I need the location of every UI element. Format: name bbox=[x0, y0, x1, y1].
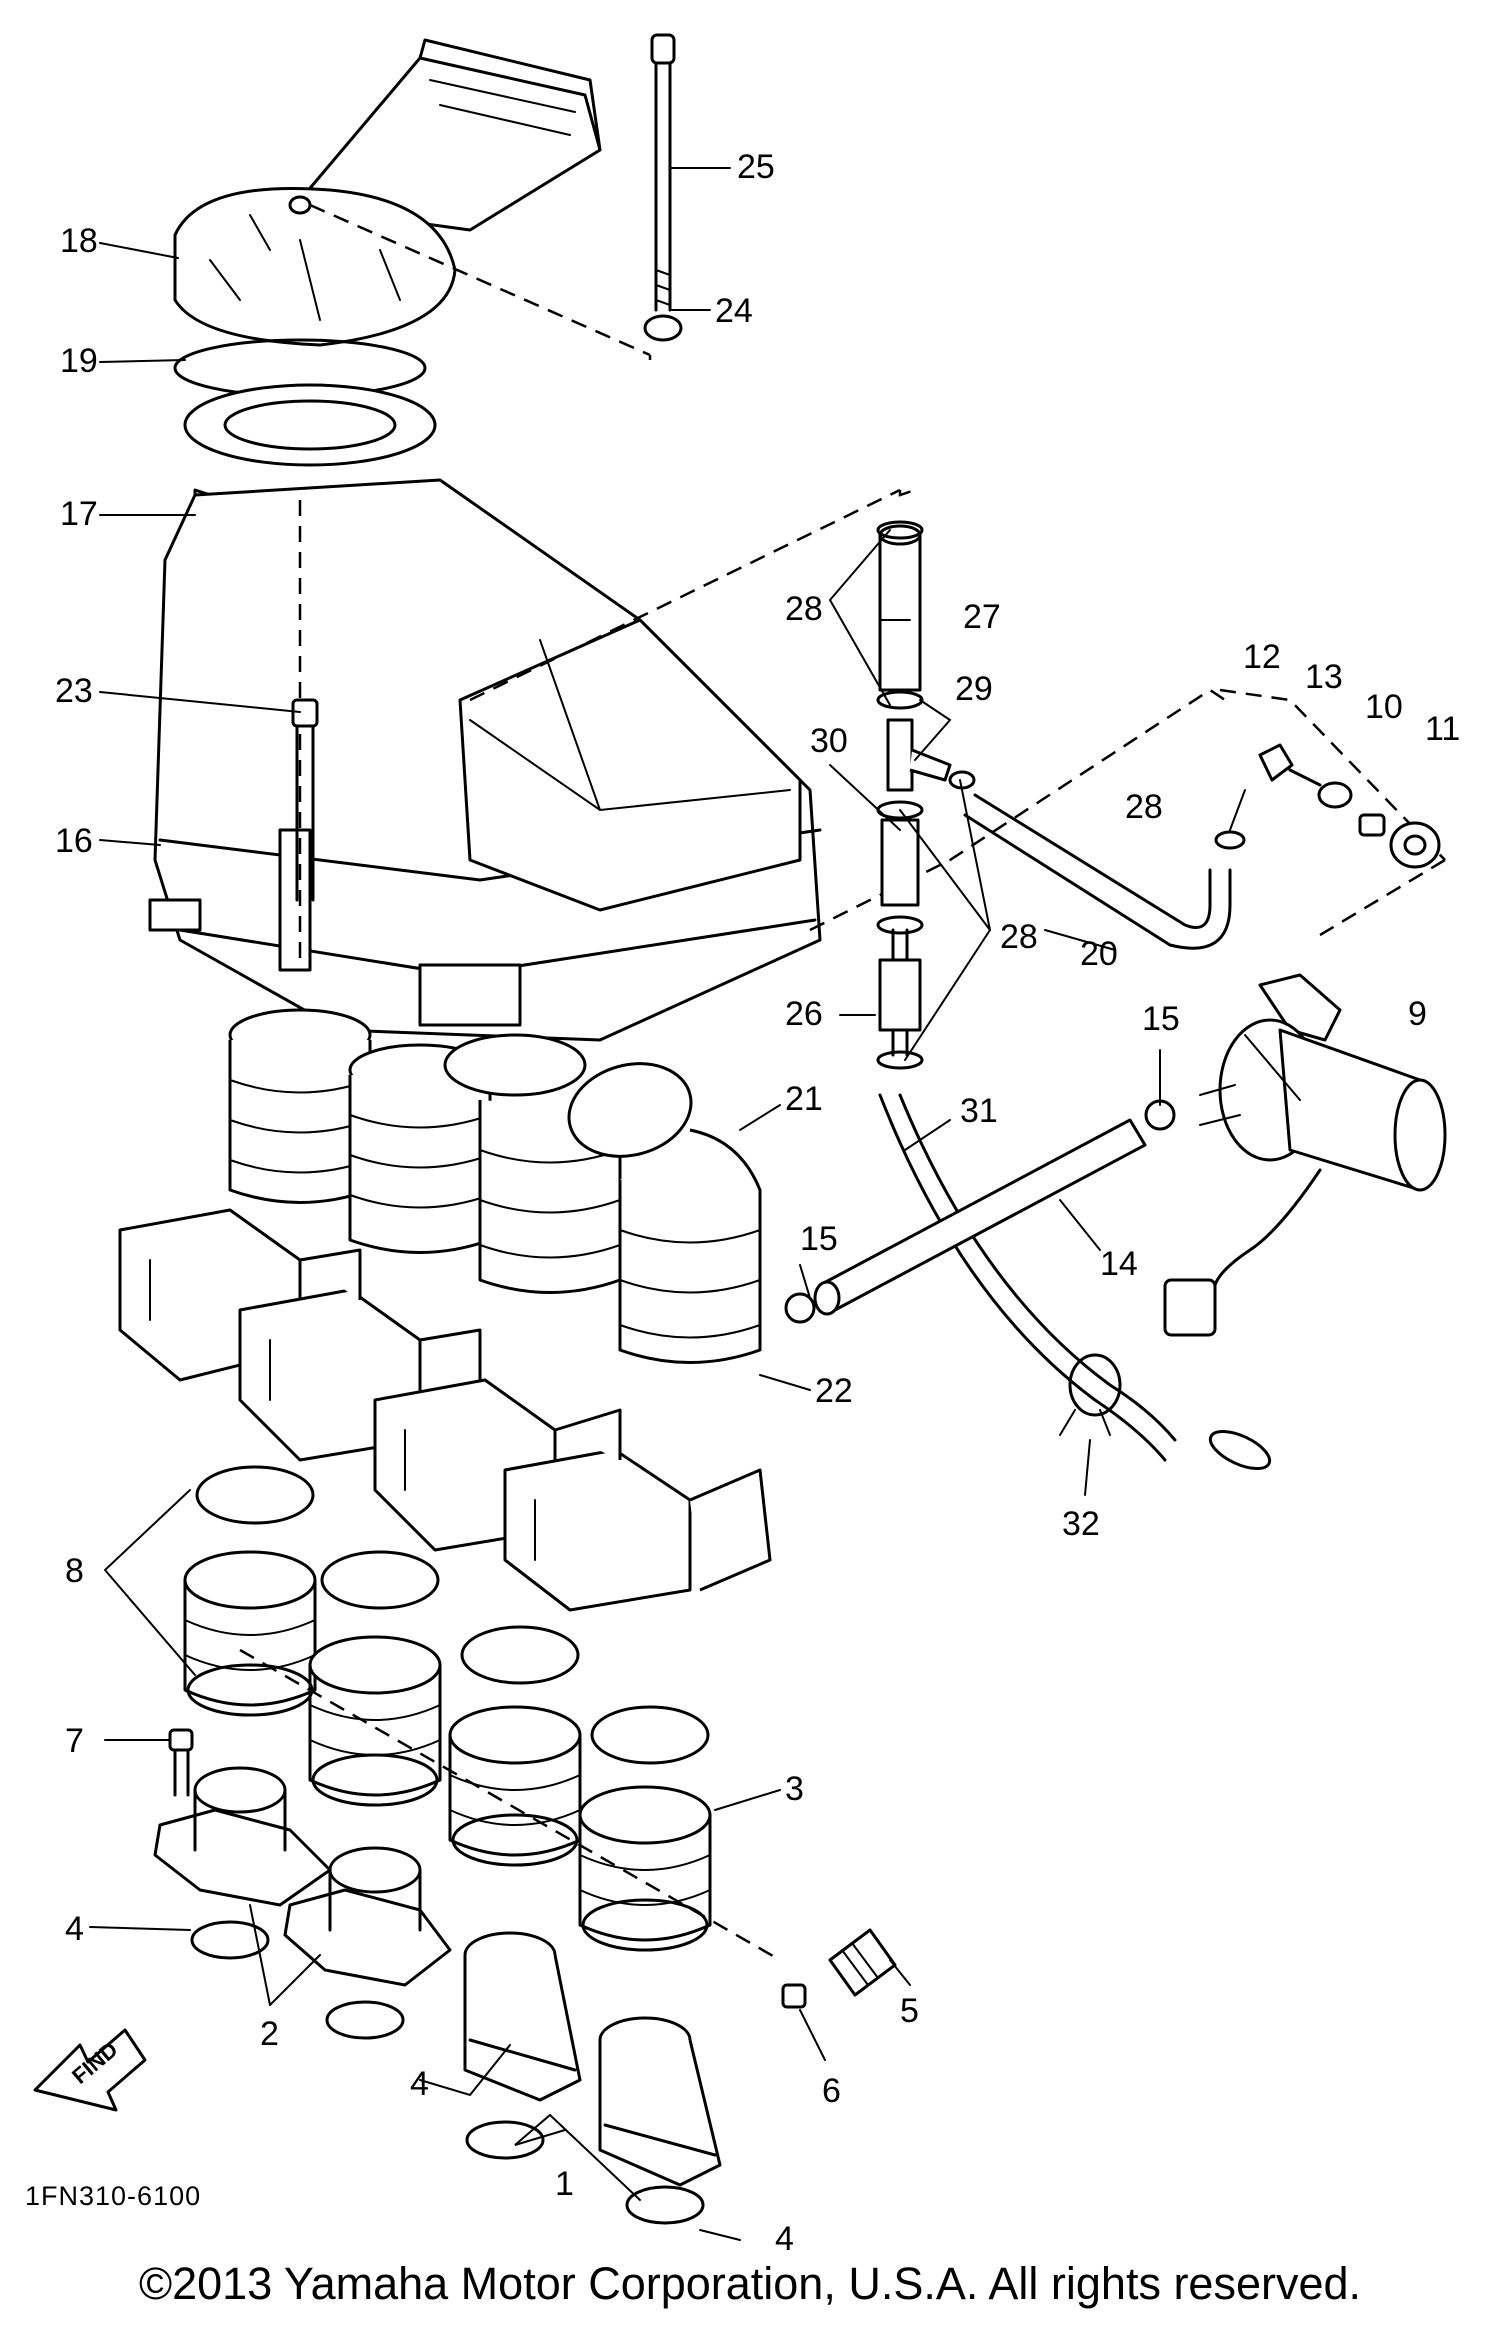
callout-4-a: 4 bbox=[65, 1910, 84, 1948]
callout-labels: 18 19 17 23 16 25 24 28 27 29 30 28 28 2… bbox=[55, 148, 1460, 2258]
callout-25: 25 bbox=[737, 148, 775, 186]
hose-30 bbox=[880, 818, 920, 907]
bolt-23 bbox=[291, 698, 319, 902]
washer-24 bbox=[643, 314, 683, 342]
callout-11: 11 bbox=[1425, 710, 1460, 748]
guide-line bbox=[1319, 858, 1446, 937]
callout-28-a: 28 bbox=[785, 590, 823, 628]
washer-13 bbox=[1317, 781, 1353, 809]
grommet-11 bbox=[1389, 821, 1441, 869]
callout-5: 5 bbox=[900, 1992, 919, 2030]
callout-12: 12 bbox=[1243, 638, 1281, 676]
fitting-29 bbox=[886, 718, 952, 792]
part-code: 1FN310-6100 bbox=[25, 2181, 201, 2211]
callout-13: 13 bbox=[1305, 658, 1343, 696]
callout-23: 23 bbox=[55, 672, 93, 710]
callout-28-b: 28 bbox=[1000, 918, 1038, 956]
guide-line bbox=[309, 203, 651, 357]
callout-7: 7 bbox=[65, 1722, 84, 1760]
callout-17: 17 bbox=[60, 495, 98, 533]
callout-16: 16 bbox=[55, 822, 93, 860]
guide-line bbox=[898, 488, 916, 497]
hose-31 bbox=[878, 1093, 1272, 1471]
clip-15 bbox=[784, 1099, 1176, 1324]
callout-20: 20 bbox=[1080, 935, 1118, 973]
collar-10 bbox=[1358, 813, 1386, 837]
hose-27 bbox=[878, 524, 922, 692]
callout-15-b: 15 bbox=[800, 1220, 838, 1258]
callout-22: 22 bbox=[815, 1372, 853, 1410]
callout-9: 9 bbox=[1408, 995, 1427, 1033]
callout-14: 14 bbox=[1100, 1245, 1138, 1283]
leader-lines bbox=[89, 167, 1301, 2241]
callout-15-a: 15 bbox=[1142, 1000, 1180, 1038]
filter-5 bbox=[828, 1928, 897, 1997]
air-box bbox=[148, 478, 822, 1042]
carburetor-assembly bbox=[118, 1208, 772, 1612]
carb-joints bbox=[183, 1465, 712, 1952]
callout-29: 29 bbox=[955, 670, 993, 708]
fuel-filter-26 bbox=[878, 928, 922, 1057]
fuel-pump bbox=[1163, 973, 1447, 1337]
hose-14 bbox=[813, 1118, 1147, 1316]
clips-28 bbox=[876, 520, 1246, 1070]
callout-27: 27 bbox=[963, 598, 1001, 636]
callout-4-c: 4 bbox=[775, 2220, 794, 2258]
intake-manifolds bbox=[153, 1766, 722, 2225]
callout-31: 31 bbox=[960, 1092, 998, 1130]
plug-6 bbox=[781, 1983, 807, 2009]
air-filter-cap bbox=[173, 186, 457, 347]
guide-line bbox=[1219, 688, 1446, 861]
callout-2: 2 bbox=[260, 2015, 279, 2053]
intake-joints bbox=[228, 1008, 762, 1364]
callout-26: 26 bbox=[785, 995, 823, 1033]
callout-30: 30 bbox=[810, 722, 848, 760]
guide-line bbox=[469, 355, 901, 702]
callout-18: 18 bbox=[60, 222, 98, 260]
callout-21: 21 bbox=[785, 1080, 823, 1118]
callout-32: 32 bbox=[1062, 1505, 1100, 1543]
hardware-12 bbox=[1258, 743, 1322, 787]
clamp-32 bbox=[1059, 1353, 1122, 1436]
copyright-notice: ©2013 Yamaha Motor Corporation, U.S.A. A… bbox=[138, 2258, 1362, 2309]
screw-7 bbox=[168, 1728, 194, 1797]
callout-1: 1 bbox=[555, 2165, 574, 2203]
long-bolt bbox=[650, 33, 676, 312]
hose-20 bbox=[963, 793, 1232, 950]
callout-19: 19 bbox=[60, 342, 98, 380]
callout-24: 24 bbox=[715, 292, 753, 330]
callout-10: 10 bbox=[1365, 688, 1403, 726]
callout-8: 8 bbox=[65, 1552, 84, 1590]
callout-28-c: 28 bbox=[1125, 788, 1163, 826]
guide-line bbox=[809, 688, 1226, 932]
callout-3: 3 bbox=[785, 1770, 804, 1808]
callout-6: 6 bbox=[822, 2072, 841, 2110]
find-arrow-icon: FIND bbox=[33, 2028, 147, 2112]
callout-4-b: 4 bbox=[410, 2065, 429, 2103]
